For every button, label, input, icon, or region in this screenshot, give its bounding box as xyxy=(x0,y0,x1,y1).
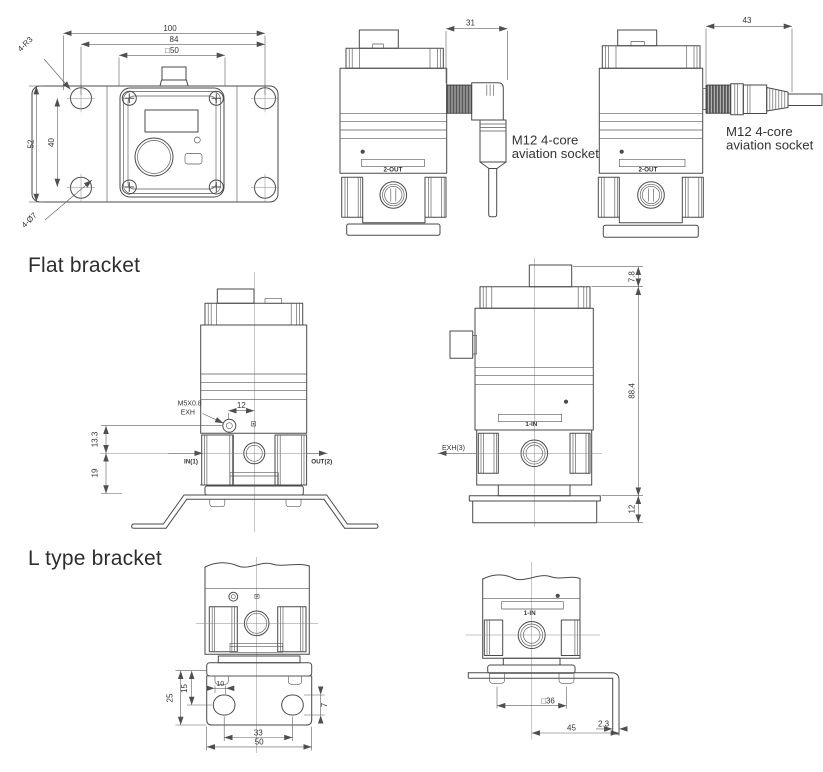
set-button-drawing xyxy=(184,153,203,165)
dim-height-label: 88.4 xyxy=(628,383,637,399)
in-port-label: IN(1) xyxy=(184,459,198,466)
dim-top-label: 7.8 xyxy=(628,271,637,283)
mounting-slot-right xyxy=(281,694,304,716)
hole-diameter-note: 4-Ø7 xyxy=(20,210,39,229)
exh-thread-note-line1: M5X0.8 xyxy=(178,401,202,408)
side-view-straight-drawing: 2-OUT xyxy=(597,16,823,238)
dim-overall-height-label: 52 xyxy=(27,139,36,148)
socket-note-line1: M12 4-core xyxy=(726,124,793,139)
socket-note-line1: M12 4-core xyxy=(512,133,579,148)
m12-elbow-connector xyxy=(446,82,507,218)
flat-bracket-front-drawing: M5X0.8 EXH 12 13.3 19 IN(1) OUT(2) xyxy=(91,272,379,532)
l-bracket-side-drawing: 1-IN □36 45 xyxy=(466,562,628,740)
led-indicator xyxy=(193,136,201,144)
dim-slot-height-label: 7 xyxy=(320,702,329,707)
side-view-elbow-drawing: 2-OUT xyxy=(339,19,600,236)
dim-center-to-base-label: 19 xyxy=(91,468,100,477)
flat-bracket-heading: Flat bracket xyxy=(28,254,141,277)
display-window xyxy=(144,109,199,133)
adjust-knob xyxy=(134,137,174,177)
dim-connector-depth-label: 43 xyxy=(743,16,752,25)
dim-bracket-width-label: 50 xyxy=(255,738,264,747)
in-port-label: 1-IN xyxy=(524,610,536,617)
dim-to-slot-label: 15 xyxy=(180,684,189,693)
flat-bracket-plate-edge xyxy=(468,495,601,502)
dim-slot-width-label: 10 xyxy=(216,681,224,688)
corner-radius-note: 4-R3 xyxy=(16,35,35,54)
bleed-hole xyxy=(360,149,365,154)
exh-port xyxy=(222,418,237,433)
l-bracket-plate-edge xyxy=(467,672,620,735)
flat-bracket-side-drawing: 1-IN EXH(3) 7.8 88.4 12 xyxy=(437,258,643,527)
dim-hole-spacing-v-label: 40 xyxy=(47,138,56,147)
exh-thread-note-line2: EXH xyxy=(181,410,195,417)
dim-overall-width-label: 100 xyxy=(163,24,177,33)
dim-bracket-height-label: 25 xyxy=(166,693,175,702)
flat-bracket-profile xyxy=(131,494,379,529)
dim-exh-to-center-label: 13.3 xyxy=(91,431,100,447)
socket-note-line2: aviation socket xyxy=(726,138,814,153)
mounting-holes xyxy=(67,84,279,202)
dim-body-width-label: □50 xyxy=(165,46,179,55)
l-type-bracket-heading: L type bracket xyxy=(28,547,162,570)
dim-thickness-label: 2.3 xyxy=(598,719,610,728)
cable xyxy=(787,93,823,106)
l-bracket-plate xyxy=(206,675,313,726)
dim-exh-offset-label: 12 xyxy=(237,401,246,410)
dim-slot-spacing-label: 33 xyxy=(254,728,263,737)
l-bracket-front-drawing: 25 15 10 7 33 50 xyxy=(166,557,329,753)
dim-connector-depth-label: 31 xyxy=(466,19,475,28)
device-front-body xyxy=(119,66,225,198)
in-port-label: 1-IN xyxy=(525,421,537,428)
m12-straight-connector xyxy=(702,83,823,116)
out-port xyxy=(379,181,408,209)
out-port-label: OUT(2) xyxy=(311,459,332,466)
front-view-drawing: 100 84 □50 52 40 4-R3 4-Ø7 xyxy=(16,24,279,230)
out-port-label: 2-OUT xyxy=(384,167,403,174)
mounting-slot-left xyxy=(212,694,236,716)
dim-base-label: 12 xyxy=(628,504,637,513)
exh-port-label: EXH(3) xyxy=(442,445,465,452)
dim-square-label: □36 xyxy=(541,697,555,706)
side-connector-stub xyxy=(449,330,474,359)
dim-hole-spacing-h-label: 84 xyxy=(170,35,179,44)
out-port-label: 2-OUT xyxy=(639,167,658,174)
cable xyxy=(488,168,498,218)
dim-leg-label: 45 xyxy=(567,724,576,733)
socket-note-line2: aviation socket xyxy=(512,146,600,161)
panel-screws xyxy=(121,90,224,195)
